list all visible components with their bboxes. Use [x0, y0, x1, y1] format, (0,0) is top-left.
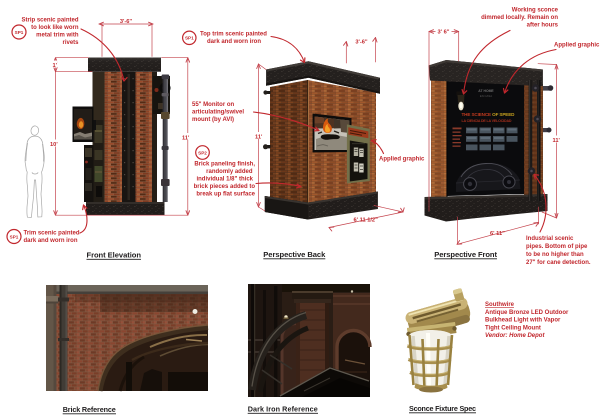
svg-text:brick pieces added to: brick pieces added to [194, 184, 256, 190]
svg-text:articulating/swivel: articulating/swivel [192, 110, 244, 116]
svg-text:Brick paneling finish,: Brick paneling finish, [194, 162, 255, 168]
svg-text:Southwire: Southwire [485, 302, 515, 308]
svg-text:3' 6": 3' 6" [438, 29, 450, 35]
svg-text:Perspective Front: Perspective Front [434, 250, 497, 259]
svg-text:3'-6": 3'-6" [120, 19, 133, 25]
svg-text:EN CASA: EN CASA [480, 94, 492, 98]
svg-text:6' 11": 6' 11" [490, 231, 505, 237]
svg-text:3'-6": 3'-6" [355, 40, 368, 46]
svg-text:Dark Iron Reference: Dark Iron Reference [248, 405, 318, 414]
svg-text:to look like worn: to look like worn [31, 25, 79, 31]
svg-text:AT HOME: AT HOME [478, 89, 494, 93]
svg-text:Antique Bronze LED Outdoor: Antique Bronze LED Outdoor [485, 310, 569, 316]
svg-text:11': 11' [255, 134, 263, 140]
svg-text:Bulkhead Light with Vapor: Bulkhead Light with Vapor [485, 318, 561, 324]
svg-text:SP1: SP1 [10, 234, 19, 239]
svg-text:11': 11' [553, 138, 561, 144]
svg-text:mount (by AVI): mount (by AVI) [192, 117, 234, 123]
svg-text:Vendor: Home Depot: Vendor: Home Depot [485, 333, 545, 339]
svg-text:SP1: SP1 [15, 30, 24, 35]
svg-text:individual 1/8" thick: individual 1/8" thick [196, 177, 253, 183]
svg-text:Applied graphic: Applied graphic [554, 43, 600, 49]
svg-text:THE SCIENCE OF SPEED: THE SCIENCE OF SPEED [462, 112, 516, 117]
svg-text:Front Elevation: Front Elevation [87, 251, 142, 260]
svg-text:Applied graphic: Applied graphic [379, 157, 425, 163]
svg-text:Tight Ceiling Mount: Tight Ceiling Mount [485, 325, 541, 331]
svg-text:Top trim scenic painted: Top trim scenic painted [200, 32, 267, 38]
svg-text:dark and worn iron: dark and worn iron [207, 39, 261, 45]
svg-text:to be no higher than: to be no higher than [526, 252, 584, 258]
svg-text:1': 1' [53, 63, 58, 69]
svg-text:LA CIENCIA DE LA VELOCIDAD: LA CIENCIA DE LA VELOCIDAD [462, 119, 512, 123]
svg-text:metal trim with: metal trim with [36, 33, 79, 39]
svg-text:Strip scenic painted: Strip scenic painted [21, 18, 78, 24]
svg-text:11': 11' [182, 135, 190, 141]
svg-text:Sconce Fixture Spec: Sconce Fixture Spec [409, 404, 476, 413]
svg-text:SP1: SP1 [185, 36, 194, 41]
svg-text:Perspective Back: Perspective Back [263, 250, 326, 259]
svg-text:dark and worn iron: dark and worn iron [24, 238, 78, 244]
svg-text:Brick Reference: Brick Reference [63, 405, 116, 414]
svg-text:randomly added: randomly added [206, 169, 253, 175]
svg-text:SP2: SP2 [198, 150, 207, 155]
svg-text:after hours: after hours [527, 23, 559, 29]
svg-text:rivets: rivets [62, 40, 79, 46]
svg-text:break up flat surface: break up flat surface [196, 192, 255, 198]
svg-text:27" for cane detection.: 27" for cane detection. [526, 260, 591, 266]
svg-text:Working sconce: Working sconce [512, 8, 559, 14]
svg-text:55" Monitor on: 55" Monitor on [192, 102, 235, 108]
svg-text:6' 11 1/2": 6' 11 1/2" [354, 218, 379, 224]
svg-text:pipes. Bottom of pipe: pipes. Bottom of pipe [526, 244, 588, 250]
svg-text:Industrial scenic: Industrial scenic [526, 236, 574, 242]
svg-text:10': 10' [50, 142, 58, 148]
svg-text:Trim scenic painted: Trim scenic painted [24, 231, 80, 237]
svg-text:dimmed locally. Remain on: dimmed locally. Remain on [481, 15, 558, 21]
